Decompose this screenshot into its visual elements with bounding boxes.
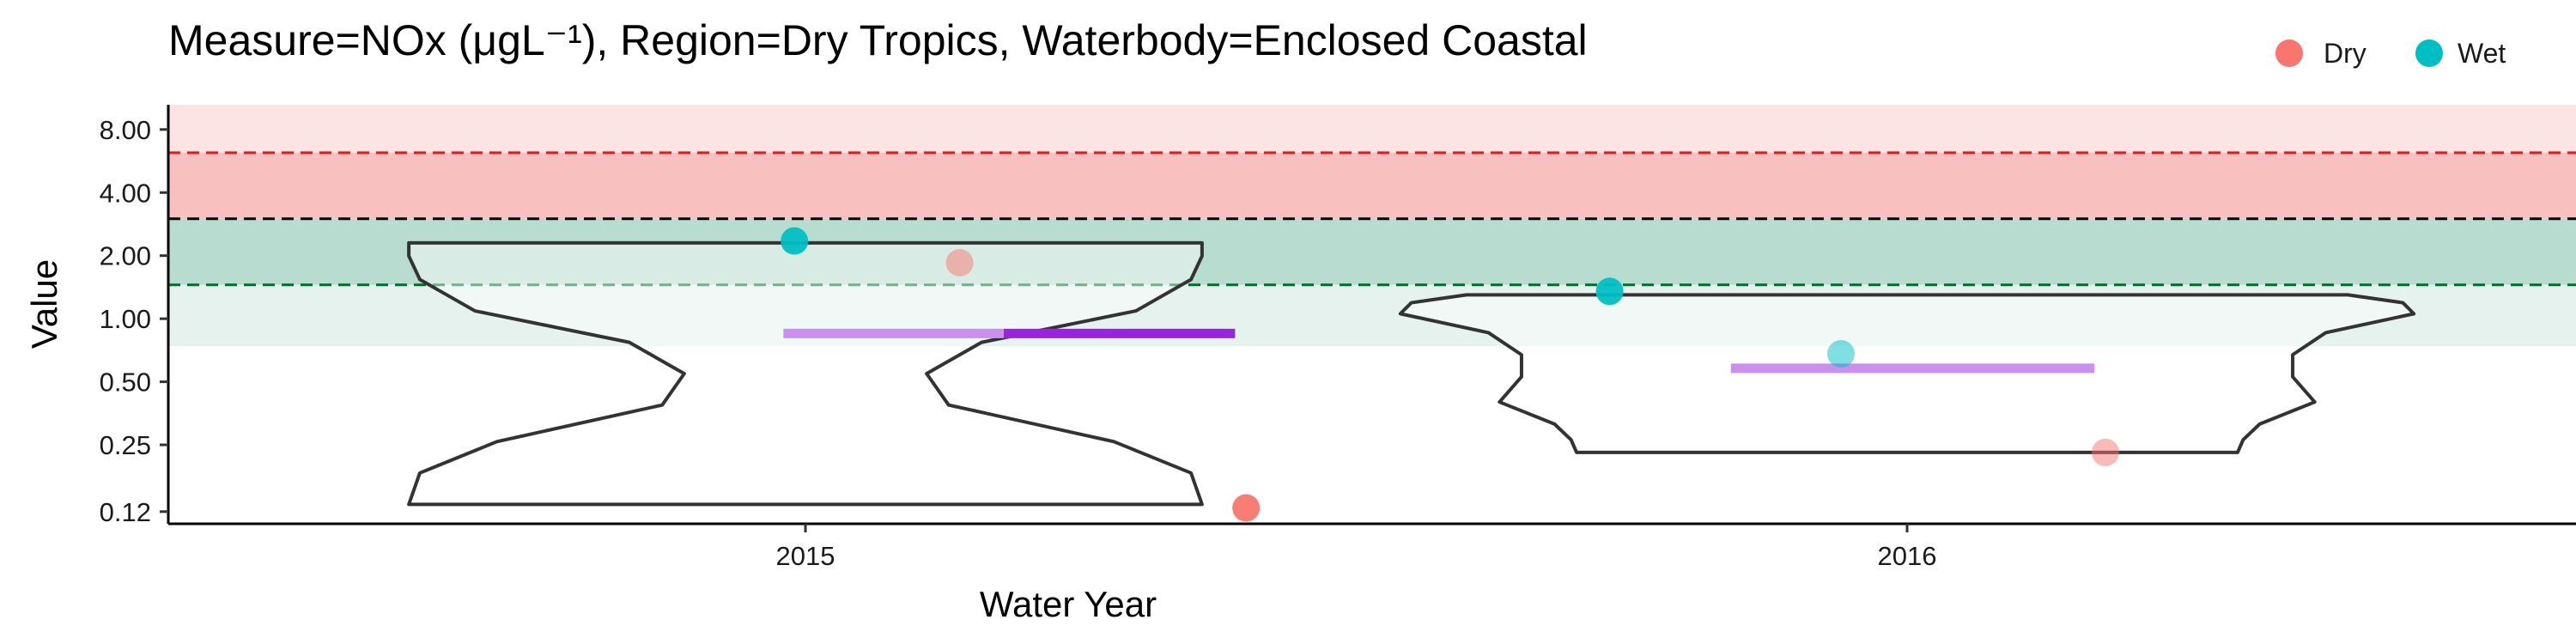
legend-marker-wet (2415, 39, 2443, 67)
legend-label-wet: Wet (2458, 38, 2506, 69)
legend-marker-dry (2275, 39, 2303, 67)
data-point-wet-2015 (781, 227, 809, 255)
y-tick-label-5: 4.00 (100, 178, 151, 208)
y-tick-label-4: 2.00 (100, 241, 151, 271)
data-point-wet-2016 (1595, 277, 1624, 306)
y-tick-label-6: 8.00 (100, 115, 151, 145)
threshold-band-0 (168, 105, 2576, 153)
legend-label-dry: Dry (2324, 38, 2366, 69)
data-point-dry-2015 (945, 248, 974, 276)
data-point-dry-2016 (2091, 438, 2119, 466)
legend: Dry Wet (2275, 38, 2506, 69)
threshold-band-1 (168, 152, 2576, 219)
y-tick-label-0: 0.12 (100, 497, 151, 527)
y-axis-title: Value (24, 259, 64, 349)
plot-area: 0.12 0.25 0.50 1.00 2.00 4.00 8.00 2015 2016 (100, 105, 2576, 571)
threshold-band-2 (168, 218, 2576, 285)
violin-2016 (1398, 293, 2416, 454)
data-point-dry-2015 (1232, 494, 1261, 522)
data-point-wet-2016 (1827, 340, 1856, 368)
x-tick-label-2016: 2016 (1878, 541, 1937, 571)
x-axis-title: Water Year (980, 584, 1157, 624)
violin-2015 (407, 240, 1204, 507)
y-tick-label-2: 0.50 (100, 368, 151, 398)
y-tick-label-3: 1.00 (100, 304, 151, 334)
x-tick-label-2015: 2015 (776, 541, 835, 571)
y-tick-label-1: 0.25 (100, 430, 151, 460)
chart-title: Measure=NOx (μgL⁻¹), Region=Dry Tropics,… (168, 16, 1588, 64)
